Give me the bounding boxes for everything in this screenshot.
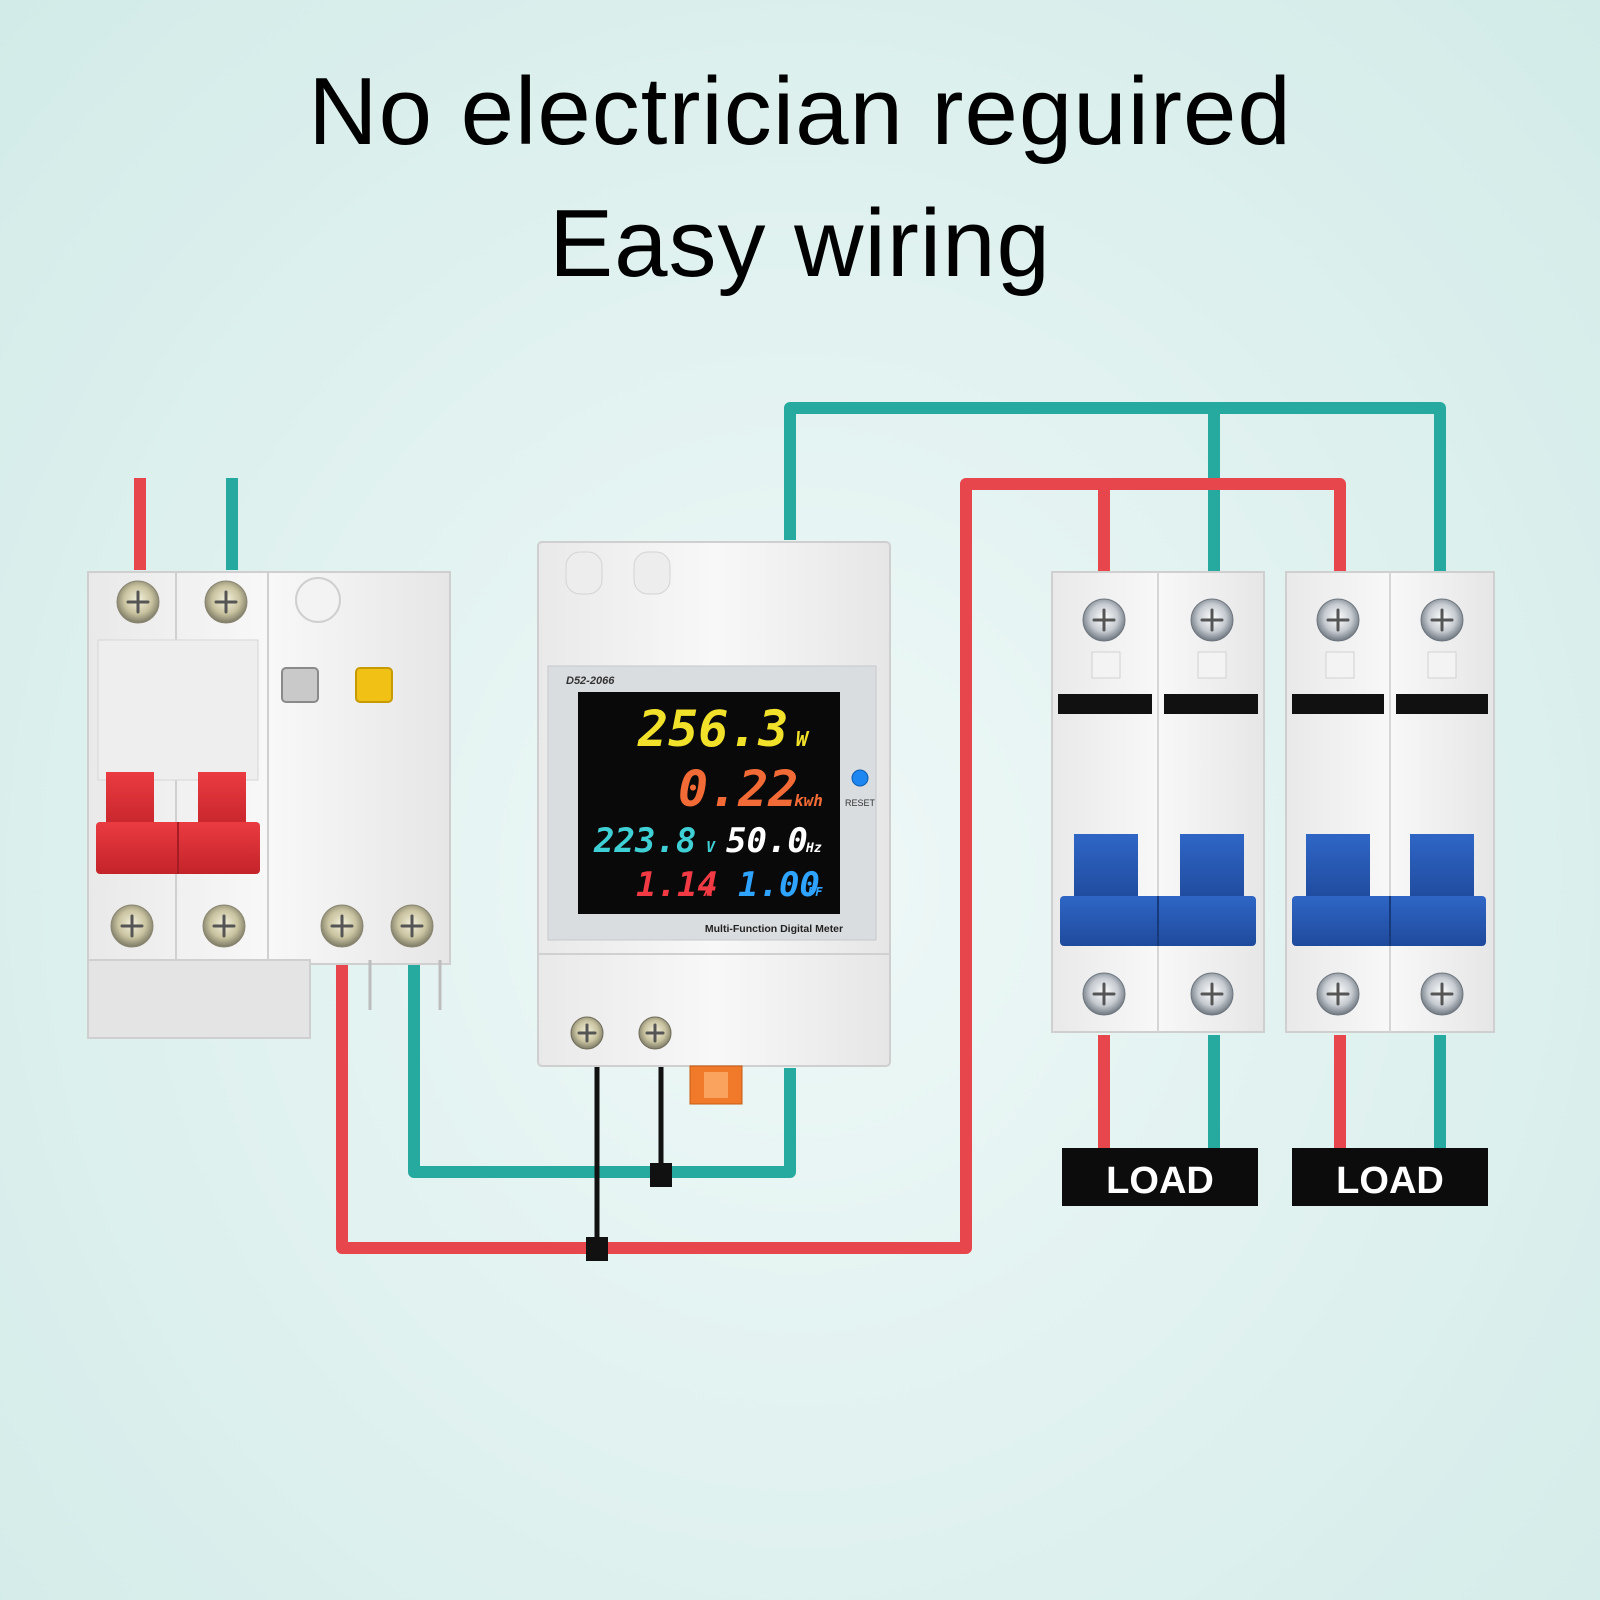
energy-reading: 0.22	[678, 760, 798, 818]
voltage-reading: 223.8	[593, 821, 696, 861]
power-unit: W	[796, 727, 810, 751]
mcb2-blue-handle	[1292, 834, 1486, 946]
pf-reading: 1.00	[738, 865, 820, 905]
rcbo-test-button	[355, 667, 393, 703]
reset-label: RESET	[845, 798, 876, 808]
meter-model: D52-2066	[566, 675, 615, 687]
mcb-breaker-2	[1285, 571, 1495, 1033]
live-wires	[134, 478, 1346, 1254]
frequency-reading: 50.0	[726, 821, 808, 861]
digital-meter: D52-2066 RESET Multi-Function Digital Me…	[537, 541, 891, 1105]
frequency-unit: Hz	[805, 841, 822, 856]
neutral-rcbo-to-meter	[408, 960, 796, 1178]
meter-caption: Multi-Function Digital Meter	[705, 923, 843, 935]
reset-button[interactable]	[851, 769, 869, 787]
headline-line-2: Easy wiring	[549, 190, 1051, 297]
pf-unit: PF	[808, 885, 823, 899]
meter-lcd-screen	[578, 692, 840, 914]
mcb-breaker-1	[1051, 571, 1265, 1033]
rcbo-indicator-grey	[281, 667, 319, 703]
neutral-to-meter-top	[784, 402, 1446, 572]
energy-unit: kwh	[794, 791, 823, 810]
load-label-1-text: LOAD	[1106, 1160, 1214, 1202]
ct-clamp-2	[650, 1163, 672, 1187]
headline-line-1: No electrician reguired	[308, 58, 1292, 165]
voltage-unit: V	[706, 838, 716, 856]
current-reading: 1.14	[636, 865, 718, 905]
rcbo-red-handle	[96, 772, 260, 874]
current-unit: A	[703, 882, 713, 900]
power-reading: 256.3	[637, 700, 789, 758]
load-label-1: LOAD	[1062, 1148, 1258, 1206]
rcbo-breaker	[87, 571, 451, 1039]
ct-wires	[594, 1040, 664, 1250]
mcb1-blue-handle	[1060, 834, 1256, 946]
live-rcbo-to-mcbs	[336, 478, 1346, 1254]
load-label-2-text: LOAD	[1336, 1160, 1444, 1202]
load-label-2: LOAD	[1292, 1148, 1488, 1206]
ct-clamp-1	[586, 1237, 608, 1261]
